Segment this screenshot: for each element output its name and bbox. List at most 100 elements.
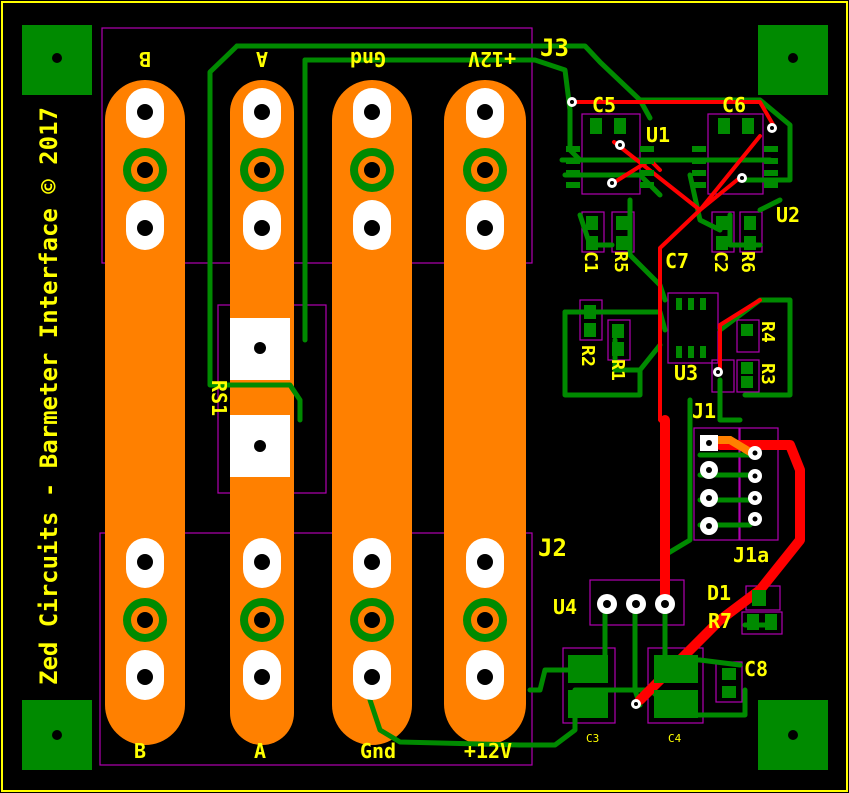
u1-pin-2 [566,158,580,164]
j2-pad-12v [463,538,507,700]
rs1-ref: RS1 [207,380,231,416]
c4-pad-1 [654,655,698,683]
r1-pad-2 [612,342,624,356]
top-trace-12v-return [635,440,805,705]
top-trace-power-bus [570,100,777,130]
u1-ref: U1 [646,123,670,147]
j1a-courtyard [739,427,779,541]
j2-courtyard [99,532,533,766]
trace-r5-u3 [627,197,668,303]
trace-u4-c3 [527,602,608,693]
u1-pin-3 [566,170,580,176]
c8-ref: C8 [744,657,768,681]
u4-pads [597,594,675,614]
j3-pad-b [123,88,167,250]
terminal-pads-j2 [123,538,507,700]
vias [567,97,777,709]
c1-pad-1 [586,216,598,230]
r5-courtyard [611,211,635,253]
u3-pin-3 [700,298,706,310]
r1-pad-1 [612,324,624,338]
u3-pin-6 [700,346,706,358]
j2-pad-gnd [350,538,394,700]
r1-ref: R1 [607,359,628,381]
c6-pad-2 [742,118,754,134]
u2-pin-5 [764,146,778,152]
r7-pad-1 [747,614,759,630]
c1-pad-2 [586,236,598,250]
u3-pin-5 [688,346,694,358]
r4-pad-1 [741,324,753,336]
j2-pad-b [123,538,167,700]
c8-pad-2 [722,686,736,698]
c5-pad-1 [590,118,602,134]
r2-pad-1 [584,305,596,319]
j2-pad-a [240,538,284,700]
r6-pad-2 [744,236,756,250]
trace-a-bus [302,57,573,113]
c6-pad-1 [718,118,730,134]
u1-pin-5 [640,146,654,152]
top-trace-r4 [718,298,762,372]
rs1-pads [230,318,290,477]
u2-pin-7 [764,170,778,176]
pour-column-b [105,80,185,745]
r2-ref: R2 [577,345,598,367]
c4-ref: C4 [668,732,682,745]
r3-pad-1 [741,362,753,374]
board-vertical-text: Zed Circuits - Barmeter Interface © 2017 [35,107,63,685]
u1-pin-1 [566,146,580,152]
u2-pin-6 [764,158,778,164]
c2-ref: C2 [710,251,731,273]
r7-ref: R7 [708,609,732,633]
smd-pads [566,118,778,718]
c2-pad-1 [716,216,728,230]
r6-ref: R6 [737,251,758,273]
r7-courtyard [741,611,783,635]
j2-ref: J2 [538,534,567,562]
c8-pad-1 [722,668,736,680]
trace-b-bus [234,43,653,121]
c3-ref: C3 [586,732,599,745]
terminal-pads-j3 [123,88,507,250]
c7-ref: C7 [665,249,689,273]
u3-pin-2 [688,298,694,310]
u2-courtyard [707,113,764,195]
u2-ref: U2 [776,203,800,227]
u2-pin-1 [692,146,706,152]
c1-courtyard [581,211,605,253]
u1-courtyard [581,113,641,195]
u1-pin-4 [566,182,580,188]
r6-courtyard [739,211,763,253]
j2-label-12v: +12V [464,739,512,763]
d1-pad-1 [752,590,766,606]
u1-pin-8 [640,182,654,188]
j1-ref: J1 [692,399,716,423]
mounting-hole-bottom-left [22,700,92,770]
r4-ref: R4 [757,321,778,343]
j3-pad-a [240,88,284,250]
c3-pad-1 [568,655,608,683]
u3-pin-4 [676,346,682,358]
j3-label-b: B [139,47,151,71]
courtyard-outlines [99,27,783,766]
j3-ref: J3 [540,34,569,62]
r5-pad-2 [616,236,628,250]
r3-ref: R3 [757,363,778,385]
j2-label-gnd: Gnd [360,739,396,763]
c2-courtyard [711,211,735,253]
r4-courtyard [736,319,760,353]
j3-label-gnd: Gnd [350,47,386,71]
c1-ref: C1 [580,251,601,273]
j1-header-pads [700,435,762,535]
d1-ref: D1 [707,581,731,605]
j3-courtyard [101,27,533,264]
trace-u2-pin [687,172,723,233]
u3-pin-1 [676,298,682,310]
j2-label-a: A [254,739,266,763]
r5-pad-1 [616,216,628,230]
pour-column-12v [444,80,526,745]
r3-pad-2 [741,376,753,388]
c2-pad-2 [716,236,728,250]
